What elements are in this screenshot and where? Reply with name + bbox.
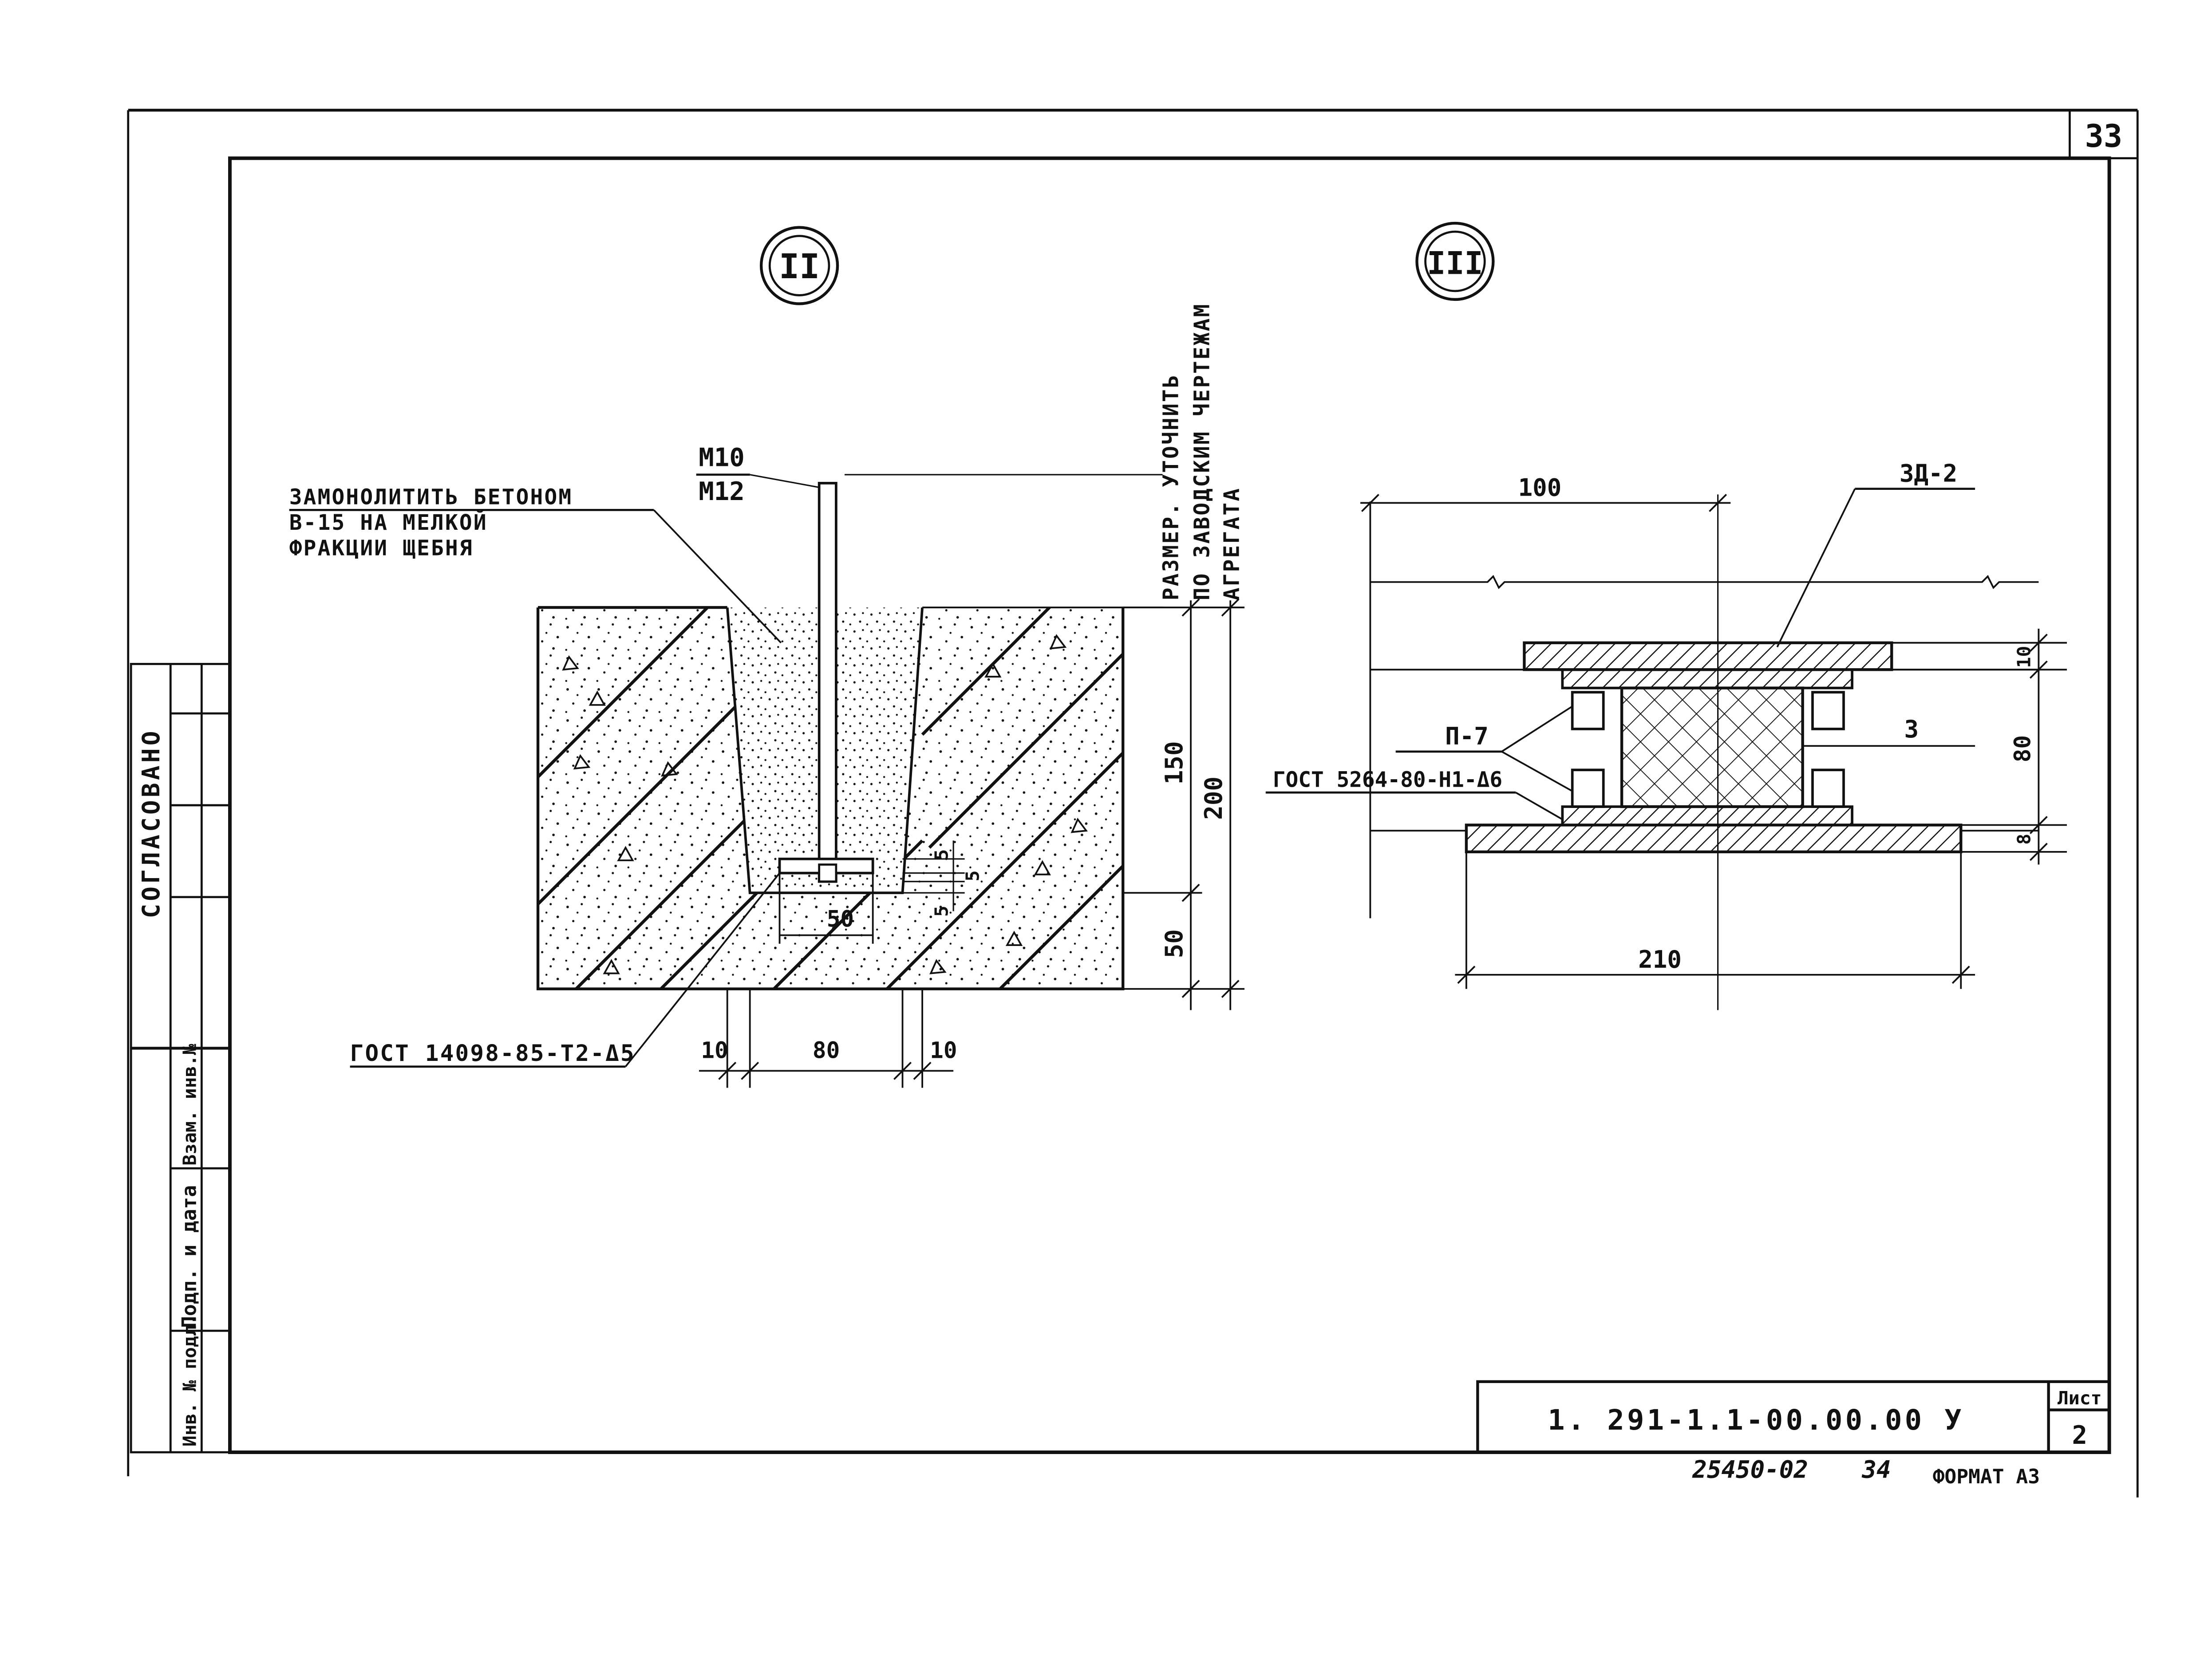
dim-10-iii: 10 [2013,646,2034,668]
dimension-chain-3 [1892,628,2067,865]
grout-note-line1: ЗАМОНОЛИТИТЬ БЕТОНОМ [289,485,573,510]
concrete-outline [536,606,1163,990]
dim-5a: 5 [931,849,952,860]
dim-50-plate: 50 [827,906,854,933]
top-plate [1523,641,1893,671]
dim-200: 200 [1200,776,1228,820]
section-marker-3: III [1415,221,1495,301]
detail-2: II [289,226,1245,1088]
top-inner-plate [1561,668,1853,690]
part-p7: П-7 [1445,722,1489,750]
bottom-plate [1465,824,1963,854]
size-note-line3: АГРЕГАТА [1220,487,1244,600]
grout-note-line3: ФРАКЦИИ ЩЕБНЯ [289,536,474,560]
dim-5b: 5 [962,871,983,882]
dimension-chain-right [1123,598,1245,1010]
size-note-line2: ПО ЗАВОДСКИМ ЧЕРТЕЖАМ [1190,303,1214,601]
dim-100: 100 [1518,474,1562,502]
dim-10-right: 10 [930,1038,957,1064]
dimension-chain-bottom [699,989,954,1088]
dimension-210 [1455,851,1975,989]
grout-note-line2: В-15 НА МЕЛКОЙ [289,510,488,535]
dim-10-left: 10 [701,1038,728,1064]
stamp-sign-date: Подп. и дата [178,1185,201,1328]
sheet-number: 2 [2072,1420,2087,1450]
side-stamp [130,663,231,1454]
svg-text:II: II [779,247,820,287]
stamp-replace-inv: Взам. инв.№ [179,1044,201,1166]
dim-50-right: 50 [1160,929,1188,958]
format-label: ФОРМАТ А3 [1933,1465,2040,1488]
bolt-size-bottom: М12 [699,477,745,506]
part-zd2: ЗД-2 [1900,460,1957,488]
weld-note-3: ГОСТ 5264-80-Н1-Δ6 [1273,768,1502,792]
anchor-bolt [778,482,874,883]
svg-text:III: III [1427,245,1483,282]
sheet-label: Лист [2058,1387,2102,1409]
designation: 1. 291-1.1-00.00.00 У [1548,1404,1964,1437]
bottom-inner-plate [1561,805,1853,827]
dim-80: 80 [813,1038,840,1064]
dimension-100 [1360,494,1731,512]
rubber-core [1620,686,1804,808]
stamp-inv-no: Инв. № подл. [179,1314,201,1446]
copy-number: 34 [1861,1455,1891,1483]
weld-note-2: ГОСТ 14098-85-Т2-Δ5 [350,1040,636,1067]
page-number: 33 [2085,118,2122,154]
section-marker-2: II [759,226,839,305]
lugs [1571,691,1845,808]
dimension-small [902,840,965,911]
stamp-agreed: СОГЛАСОВАНО [137,728,165,918]
dim-210: 210 [1638,946,1682,973]
dim-5c: 5 [931,906,952,917]
dim-150: 150 [1160,741,1188,784]
bolt-size-top: М10 [699,443,745,473]
dim-80-iii: 80 [2010,735,2036,762]
part-3: З [1904,715,1919,743]
detail-3: III [1265,221,2067,1010]
dimension-plate [778,873,874,944]
title-block [1476,1380,2111,1454]
archive-number: 25450-02 [1692,1455,1808,1483]
dim-8-iii: 8 [2013,834,2034,845]
size-note-line1: РАЗМЕР. УТОЧНИТЬ [1159,374,1183,600]
